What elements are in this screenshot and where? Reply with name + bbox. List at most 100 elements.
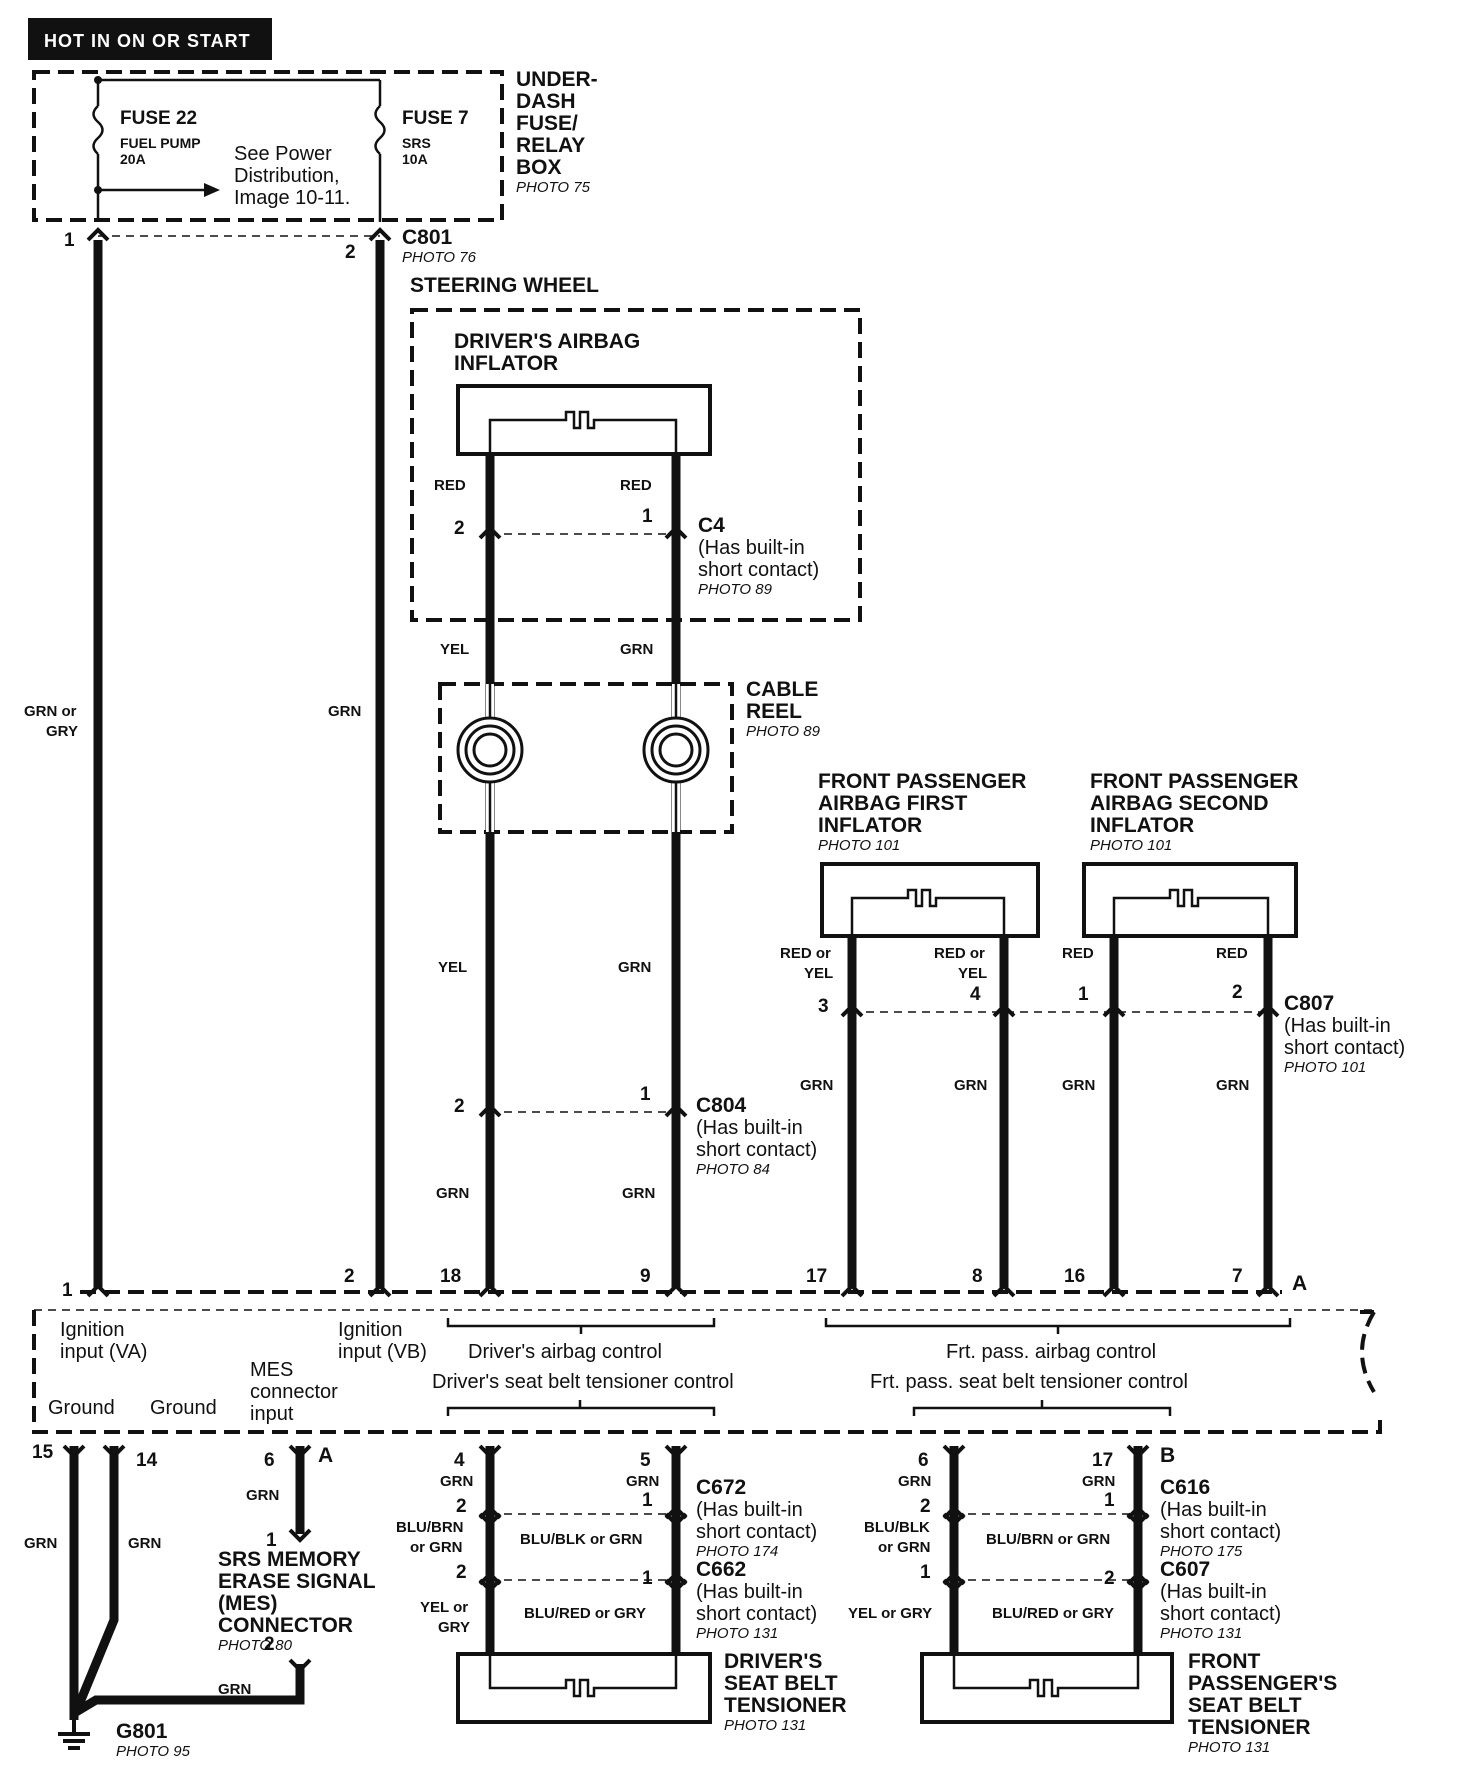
srs-a-pin-1: 1 <box>62 1280 73 1301</box>
srs-connector-a-label: A <box>1292 1272 1307 1295</box>
c804-note-1: (Has built-in <box>696 1117 803 1139</box>
c616-note-2: short contact) <box>1160 1521 1281 1543</box>
pass-first-wire-left-1: RED or <box>780 945 831 962</box>
power-banner: HOT IN ON OR START <box>28 18 272 60</box>
driver-inflator-squib-symbol <box>488 410 678 454</box>
c4-pin-2: 2 <box>454 518 465 539</box>
fuse-7-desc: SRS <box>402 135 431 151</box>
c672-wire-left-2: or GRN <box>410 1539 463 1556</box>
c662-photo: PHOTO 131 <box>696 1625 778 1642</box>
fuse-box-title-5: BOX <box>516 156 562 179</box>
srs-b-pin-4: 4 <box>454 1450 465 1471</box>
c804-wire-right: GRN <box>622 1185 655 1202</box>
c607-note-1: (Has built-in <box>1160 1581 1267 1603</box>
fuse-22-desc: FUEL PUMP <box>120 135 201 151</box>
cable-reel-coil-right <box>642 716 710 784</box>
c672-photo: PHOTO 174 <box>696 1543 778 1560</box>
pass-first-wire-right-1: RED or <box>934 945 985 962</box>
pass-tensioner-photo: PHOTO 131 <box>1188 1739 1270 1756</box>
mes-title-2: ERASE SIGNAL <box>218 1570 376 1593</box>
c672-pin-1: 1 <box>642 1490 653 1511</box>
mes-input-label-1: MES <box>250 1359 293 1381</box>
cable-reel-out-right-color: GRN <box>618 959 651 976</box>
driver-airbag-control-label: Driver's airbag control <box>468 1341 662 1363</box>
c616-wire-mid: BLU/BRN or GRN <box>986 1531 1110 1548</box>
c616-pin-2: 2 <box>920 1496 931 1517</box>
c672-pin-2: 2 <box>456 1496 467 1517</box>
mes-title-4: CONNECTOR <box>218 1614 353 1637</box>
pass-tensioner-title-1: FRONT <box>1188 1650 1260 1673</box>
c807-name: C807 <box>1284 992 1334 1015</box>
fuse-7-name: FUSE 7 <box>402 108 469 129</box>
fuse-box-title-4: RELAY <box>516 134 585 157</box>
pass-second-title-2: AIRBAG SECOND <box>1090 792 1269 815</box>
driver-airbag-title-1: DRIVER'S AIRBAG <box>454 330 640 353</box>
connector-c804: 2 1 C804 (Has built-in short contact) PH… <box>436 1084 817 1202</box>
c672-wire-left-1: BLU/BRN <box>396 1519 464 1536</box>
c607-pin-2: 2 <box>1104 1568 1115 1589</box>
c4-note-1: (Has built-in <box>698 537 805 559</box>
srs-b-pin-17: 17 <box>1092 1450 1113 1471</box>
c807-photo: PHOTO 101 <box>1284 1059 1366 1076</box>
mes-pin-2: 2 <box>264 1634 275 1655</box>
c672-wire-top-left: GRN <box>440 1473 473 1490</box>
c804-note-2: short contact) <box>696 1139 817 1161</box>
power-banner-text: HOT IN ON OR START <box>44 31 251 51</box>
srs-a-pin-9: 9 <box>640 1266 651 1287</box>
fuse-box-title-2: DASH <box>516 90 576 113</box>
mes-wire-bottom-color: GRN <box>218 1681 251 1698</box>
fuse-box-title: UNDER- DASH FUSE/ RELAY BOX PHOTO 75 <box>516 68 598 196</box>
srs-b-pin-15: 15 <box>32 1442 54 1463</box>
connector-c807: 3 4 1 2 C807 (Has built-in short contact… <box>800 982 1405 1094</box>
cable-reel: CABLE REEL PHOTO 89 <box>438 678 821 834</box>
mes-connector: GRN 1 2 GRN SRS MEMORY ERASE SIGNAL (MES… <box>218 1446 376 1698</box>
c616-wire-top-right: GRN <box>1082 1473 1115 1490</box>
mes-title-3: (MES) <box>218 1592 278 1615</box>
cable-reel-coil-left <box>456 716 524 784</box>
pass-first-squib-symbol <box>850 888 1006 936</box>
pass-first-wire-right-2: YEL <box>958 965 987 982</box>
c607-pin-1: 1 <box>920 1562 931 1583</box>
pass-second-title-1: FRONT PASSENGER <box>1090 770 1298 793</box>
c804-name: C804 <box>696 1094 747 1117</box>
driver-tensioner-squib-symbol <box>488 1654 678 1698</box>
ground-wire-right-color: GRN <box>128 1535 161 1552</box>
passenger-second-inflator: FRONT PASSENGER AIRBAG SECOND INFLATOR P… <box>1062 770 1298 962</box>
driver-tensioner-circuit: GRN GRN 2 1 C672 (Has built-in short con… <box>396 1446 847 1734</box>
c607-wire-left: YEL or GRY <box>848 1605 932 1622</box>
fuse-box-title-3: FUSE/ <box>516 112 578 135</box>
c662-wire-left-2: GRY <box>438 1619 470 1636</box>
pass-second-wire-right: RED <box>1216 945 1248 962</box>
power-distribution-note-2: Distribution, <box>234 165 340 187</box>
c607-note-2: short contact) <box>1160 1603 1281 1625</box>
srs-a-pin-2: 2 <box>344 1266 355 1287</box>
ground-wire-left-color: GRN <box>24 1535 57 1552</box>
mes-title-1: SRS MEMORY <box>218 1548 361 1571</box>
srs-a-pin-8: 8 <box>972 1266 983 1287</box>
ign-va-label-2: input (VA) <box>60 1341 147 1363</box>
driver-airbag-group: DRIVER'S AIRBAG INFLATOR RED RED <box>410 308 862 622</box>
mes-input-label-3: input <box>250 1403 294 1425</box>
g801-name: G801 <box>116 1720 168 1743</box>
srs-b-pin-6b: 6 <box>918 1450 929 1471</box>
pass-tensioner-title-4: TENSIONER <box>1188 1716 1311 1739</box>
c672-note-2: short contact) <box>696 1521 817 1543</box>
c672-wire-top-right: GRN <box>626 1473 659 1490</box>
ground-circuit: GRN GRN G801 PHOTO 95 <box>24 1446 305 1760</box>
mes-pin-1: 1 <box>266 1530 277 1551</box>
pass-tensioner-title-2: PASSENGER'S <box>1188 1672 1337 1695</box>
ground-symbol-icon <box>58 1720 90 1750</box>
mes-input-label-2: connector <box>250 1381 338 1403</box>
pass-tensioner-title-3: SEAT BELT <box>1188 1694 1302 1717</box>
c662-pin-1: 1 <box>642 1568 653 1589</box>
power-distribution-note-1: See Power <box>234 143 332 165</box>
driver-tensioner-title-3: TENSIONER <box>724 1694 847 1717</box>
pass-second-wire-left: RED <box>1062 945 1094 962</box>
fuse-relay-box: FUSE 22 FUEL PUMP 20A FUSE 7 SRS 10A See… <box>32 70 504 222</box>
pass-first-title-1: FRONT PASSENGER <box>818 770 1026 793</box>
c4-note-2: short contact) <box>698 559 819 581</box>
c672-wire-mid: BLU/BLK or GRN <box>520 1531 643 1548</box>
c804-pin-1: 1 <box>640 1084 651 1105</box>
c616-name: C616 <box>1160 1476 1210 1499</box>
driver-inflator-wire-right: RED <box>620 477 652 494</box>
